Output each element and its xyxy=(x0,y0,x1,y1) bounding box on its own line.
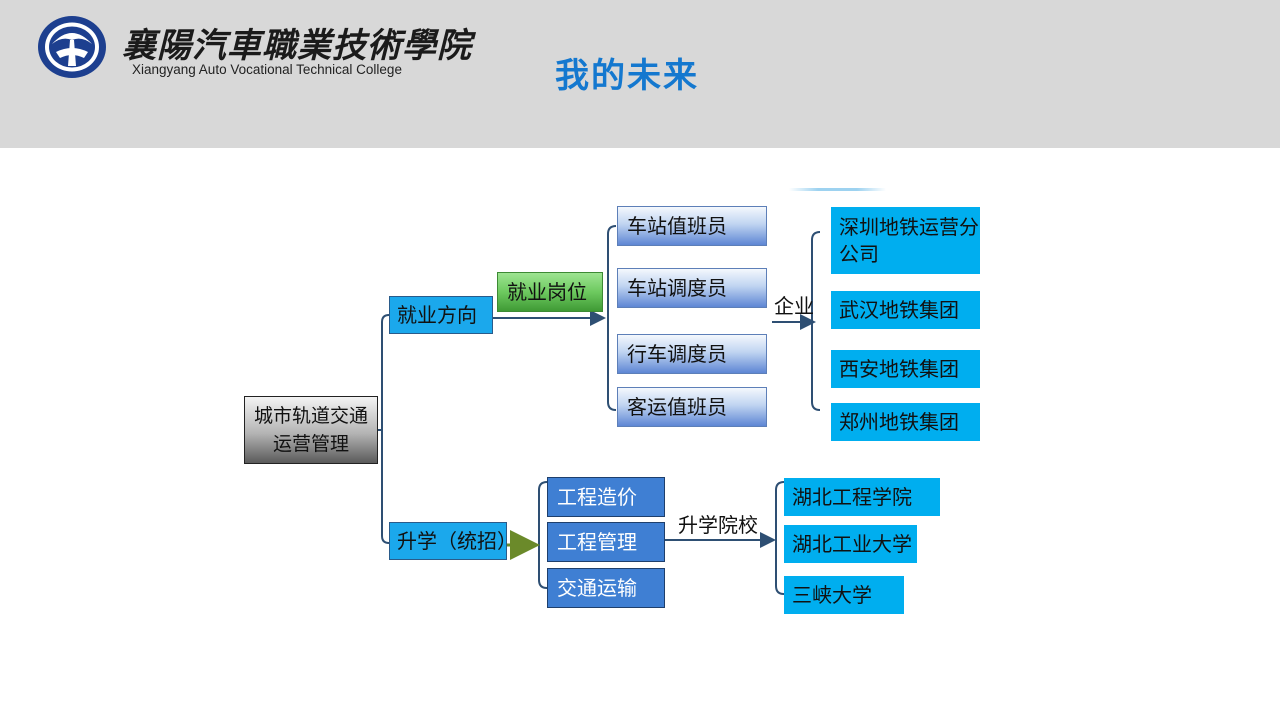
company-node: 郑州地铁集团 xyxy=(831,403,980,441)
page-title: 我的未来 xyxy=(555,56,699,96)
major-node: 工程造价 xyxy=(547,477,665,517)
decorative-line xyxy=(789,188,886,191)
jobs-brace xyxy=(607,225,617,411)
school-node: 湖北工程学院 xyxy=(784,478,940,516)
major-node: 交通运输 xyxy=(547,568,665,608)
companies-brace xyxy=(811,231,821,411)
root-node: 城市轨道交通运营管理 xyxy=(244,396,378,464)
company-node: 西安地铁集团 xyxy=(831,350,980,388)
school-logo: 襄陽汽車職業技術學院 Xiangyang Auto Vocational Tec… xyxy=(36,14,471,80)
company-node: 深圳地铁运营分公司 xyxy=(831,207,980,274)
school-node: 三峡大学 xyxy=(784,576,904,614)
job-node: 车站值班员 xyxy=(617,206,767,246)
job-node: 车站调度员 xyxy=(617,268,767,308)
school-name-en: Xiangyang Auto Vocational Technical Coll… xyxy=(132,62,402,77)
schools-label: 升学院校 xyxy=(678,513,758,537)
major-node: 工程管理 xyxy=(547,522,665,562)
job-node: 客运值班员 xyxy=(617,387,767,427)
school-emblem-icon xyxy=(38,16,106,78)
header-band: 襄陽汽車職業技術學院 Xiangyang Auto Vocational Tec… xyxy=(0,0,1280,148)
job-node: 行车调度员 xyxy=(617,334,767,374)
school-node: 湖北工业大学 xyxy=(784,525,917,563)
employment-direction-node: 就业方向 xyxy=(389,296,493,334)
schools-brace xyxy=(775,481,785,595)
employment-positions-node: 就业岗位 xyxy=(497,272,603,312)
majors-brace xyxy=(538,481,548,589)
root-brace xyxy=(381,314,390,544)
further-study-node: 升学（统招） xyxy=(389,522,517,560)
school-name-cn: 襄陽汽車職業技術學院 xyxy=(122,26,472,66)
enterprise-label: 企业 xyxy=(774,294,814,318)
company-node: 武汉地铁集团 xyxy=(831,291,980,329)
